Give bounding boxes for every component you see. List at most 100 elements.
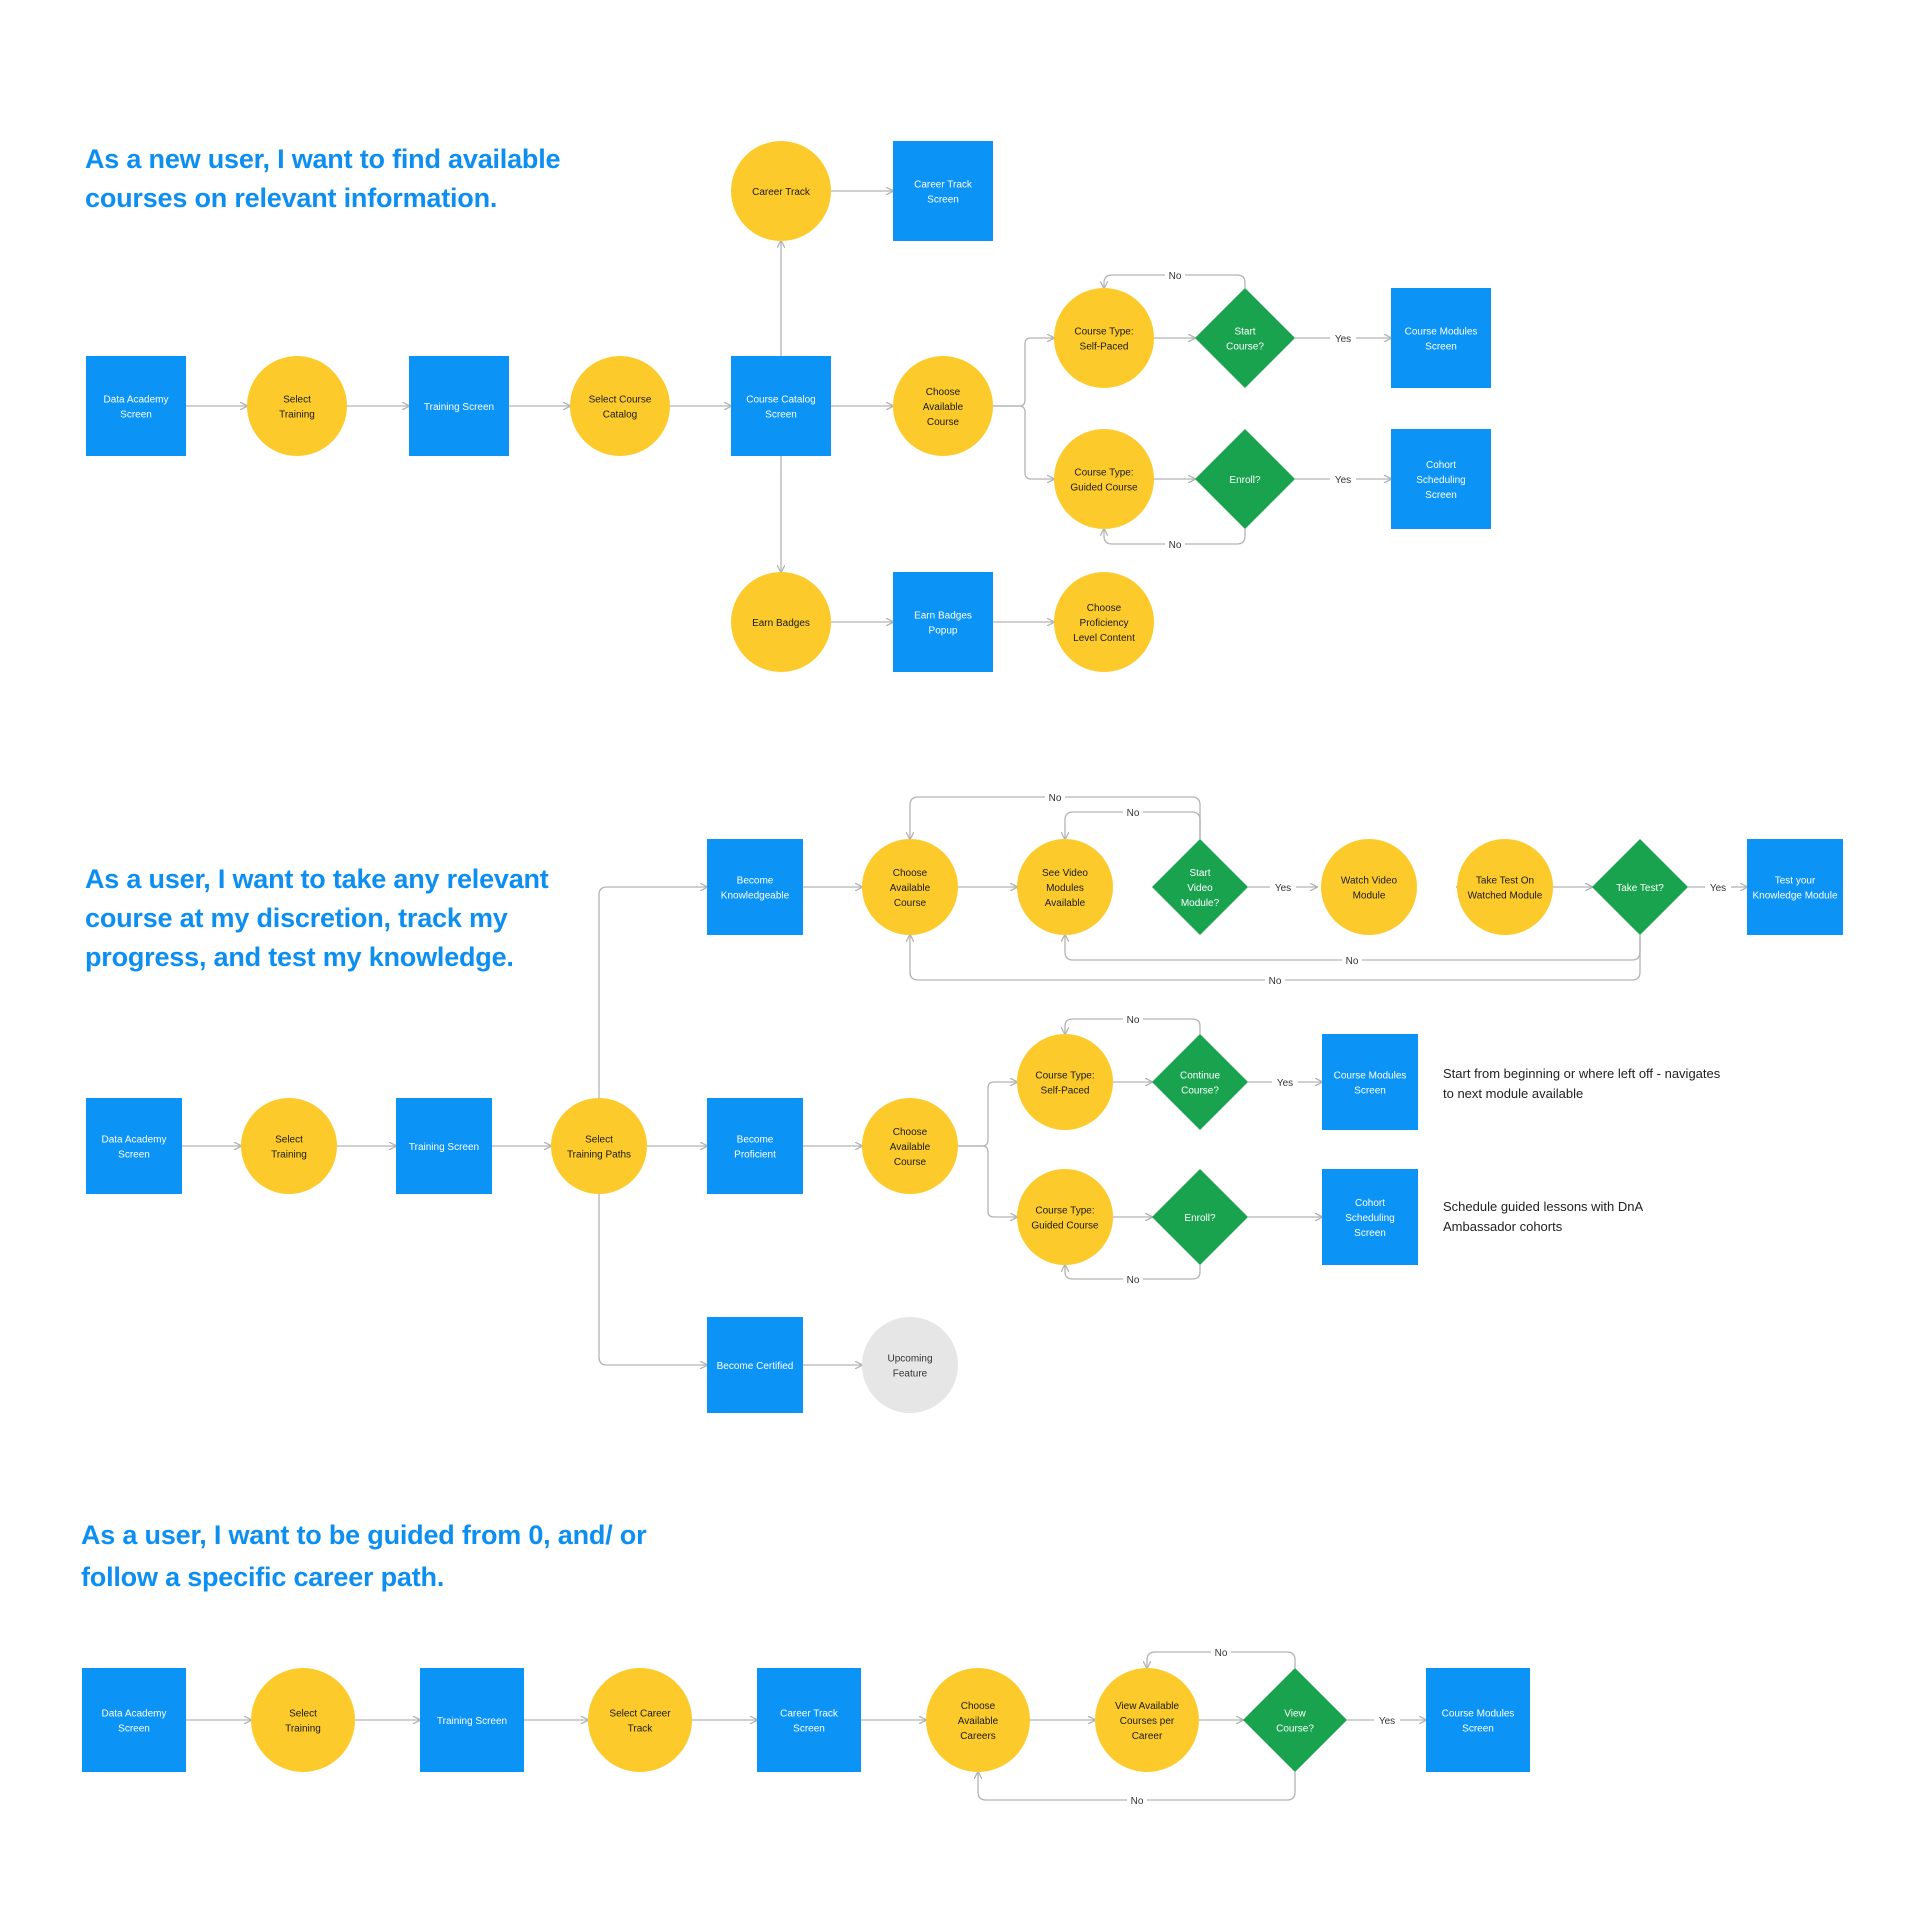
- flow1-course-type-self-paced-action-node[interactable]: Course Type:Self-Paced: [1054, 288, 1154, 388]
- node-shape: [1054, 288, 1154, 388]
- node-shape: [1054, 572, 1154, 672]
- label-backing: [1265, 974, 1285, 988]
- node-label: Course Type:Guided Course: [1031, 1206, 1099, 1232]
- flow2-become-certified-screen-node[interactable]: Become Certified: [707, 1317, 803, 1413]
- flow1-course-type-guided-action-node[interactable]: Course Type:Guided Course: [1054, 429, 1154, 529]
- flow2-enroll-decision-node[interactable]: Enroll?: [1152, 1169, 1248, 1265]
- node-shape: [926, 1668, 1030, 1772]
- node-label: Enroll?: [1229, 475, 1261, 486]
- node-label: Career Track: [752, 187, 811, 198]
- flow2-training-screen-screen-node[interactable]: Training Screen: [396, 1098, 492, 1194]
- node-shape: [1321, 839, 1417, 935]
- flow3-yes-label: Yes: [1374, 1714, 1400, 1728]
- node-label: Training Screen: [424, 402, 494, 413]
- label-text: No: [1131, 1796, 1144, 1807]
- flow1-training-screen-screen-node[interactable]: Training Screen: [409, 356, 509, 456]
- flow2-yes-test-label: Yes: [1705, 881, 1731, 895]
- connector-loop: [958, 1082, 1017, 1147]
- node-shape: [757, 1668, 861, 1772]
- node-shape: [1017, 1169, 1113, 1265]
- label-backing: [1165, 538, 1185, 552]
- label-backing: [1045, 791, 1065, 805]
- flow2-no-outer-bottom-label: No: [1265, 974, 1285, 988]
- flow2-course-type-guided-action-node[interactable]: Course Type:Guided Course: [1017, 1169, 1113, 1265]
- node-shape: [551, 1098, 647, 1194]
- label-backing: [1123, 806, 1143, 820]
- label-text: Yes: [1275, 883, 1291, 894]
- flow1-earn-badges-action-node[interactable]: Earn Badges: [731, 572, 831, 672]
- label-text: No: [1049, 793, 1062, 804]
- label-text: Yes: [1710, 883, 1726, 894]
- flow1-yes-bottom-label: Yes: [1330, 473, 1356, 487]
- label-text: No: [1169, 271, 1182, 282]
- node-shape: [1054, 429, 1154, 529]
- flow2-course-type-self-paced-action-node[interactable]: Course Type:Self-Paced: [1017, 1034, 1113, 1130]
- flow1-career-track-action-node[interactable]: Career Track: [731, 141, 831, 241]
- flow2-take-test-decision-node[interactable]: Take Test?: [1592, 839, 1688, 935]
- node-shape: [1017, 1034, 1113, 1130]
- guided-note: Schedule guided lessons with DnA Ambassa…: [1443, 1199, 1643, 1234]
- node-shape: [570, 356, 670, 456]
- node-shape: [247, 356, 347, 456]
- label-backing: [1330, 473, 1356, 487]
- flow2-yes-continue-label: Yes: [1272, 1076, 1298, 1090]
- flow3-training-screen-screen-node[interactable]: Training Screen: [420, 1668, 524, 1772]
- node-shape: [1195, 429, 1295, 529]
- node-shape: [893, 356, 993, 456]
- node-label: Become Certified: [717, 1361, 794, 1372]
- flow1-enroll-decision-node[interactable]: Enroll?: [1195, 429, 1295, 529]
- connector-loop: [993, 338, 1054, 407]
- node-label: Training Screen: [437, 1716, 507, 1727]
- flow2-yes-start-label: Yes: [1270, 881, 1296, 895]
- self-paced-note: Start from beginning or where left off -…: [1443, 1066, 1721, 1101]
- connector-loop: [993, 405, 1054, 479]
